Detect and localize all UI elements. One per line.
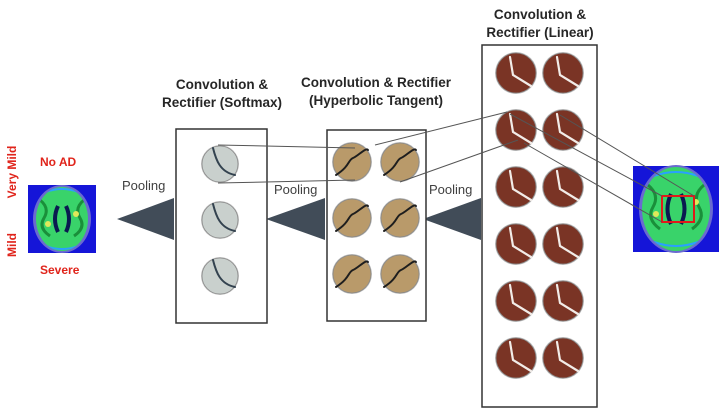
softmax-title-line2: Rectifier (Softmax) (161, 95, 283, 110)
tanh-title-line1: Convolution & Rectifier (300, 75, 451, 90)
pooling-label-2: Pooling (274, 182, 318, 197)
linear-filter-5 (495, 166, 537, 208)
class-mild: Mild (5, 233, 19, 257)
roi-box (661, 195, 695, 223)
class-severe: Severe (40, 263, 80, 277)
linear-filter-4 (542, 109, 584, 151)
tanh-filter-6 (380, 254, 420, 294)
pooling-arrow-3 (423, 198, 481, 240)
pooling-label-1: Pooling (122, 178, 166, 193)
softmax-filter-1 (201, 145, 239, 183)
linear-title-line2: Rectifier (Linear) (486, 25, 594, 40)
linear-filter-8 (542, 223, 584, 265)
class-very-mild: Very Mild (5, 145, 19, 199)
softmax-filter-2 (201, 201, 239, 239)
linear-filter-1 (495, 52, 537, 94)
tanh-filter-2 (380, 142, 420, 182)
linear-layer-title: Convolution & Rectifier (Linear) (472, 6, 608, 42)
linear-filter-10 (542, 280, 584, 322)
mri-input-icon (633, 165, 719, 253)
linear-filter-11 (495, 337, 537, 379)
tanh-filter-1 (332, 142, 372, 182)
linear-filter-6 (542, 166, 584, 208)
softmax-filter-3 (201, 257, 239, 295)
linear-filter-12 (542, 337, 584, 379)
linear-title-line1: Convolution & (493, 7, 587, 22)
linear-filter-2 (542, 52, 584, 94)
tanh-title-line2: (Hyperbolic Tangent) (308, 93, 443, 108)
softmax-layer-title: Convolution & Rectifier (Softmax) (158, 76, 286, 112)
pooling-arrow-2 (266, 198, 325, 240)
mri-output-icon (28, 185, 96, 253)
pooling-arrow-1 (117, 198, 174, 240)
tanh-filter-3 (332, 198, 372, 238)
linear-filter-7 (495, 223, 537, 265)
tanh-layer-title: Convolution & Rectifier (Hyperbolic Tang… (284, 74, 468, 110)
softmax-title-line1: Convolution & (175, 77, 269, 92)
linear-filter-9 (495, 280, 537, 322)
pooling-label-3: Pooling (429, 182, 473, 197)
tanh-filter-4 (380, 198, 420, 238)
connection-lines (217, 111, 695, 223)
class-no-ad: No AD (40, 155, 77, 169)
linear-filter-3 (495, 109, 537, 151)
tanh-filter-5 (332, 254, 372, 294)
